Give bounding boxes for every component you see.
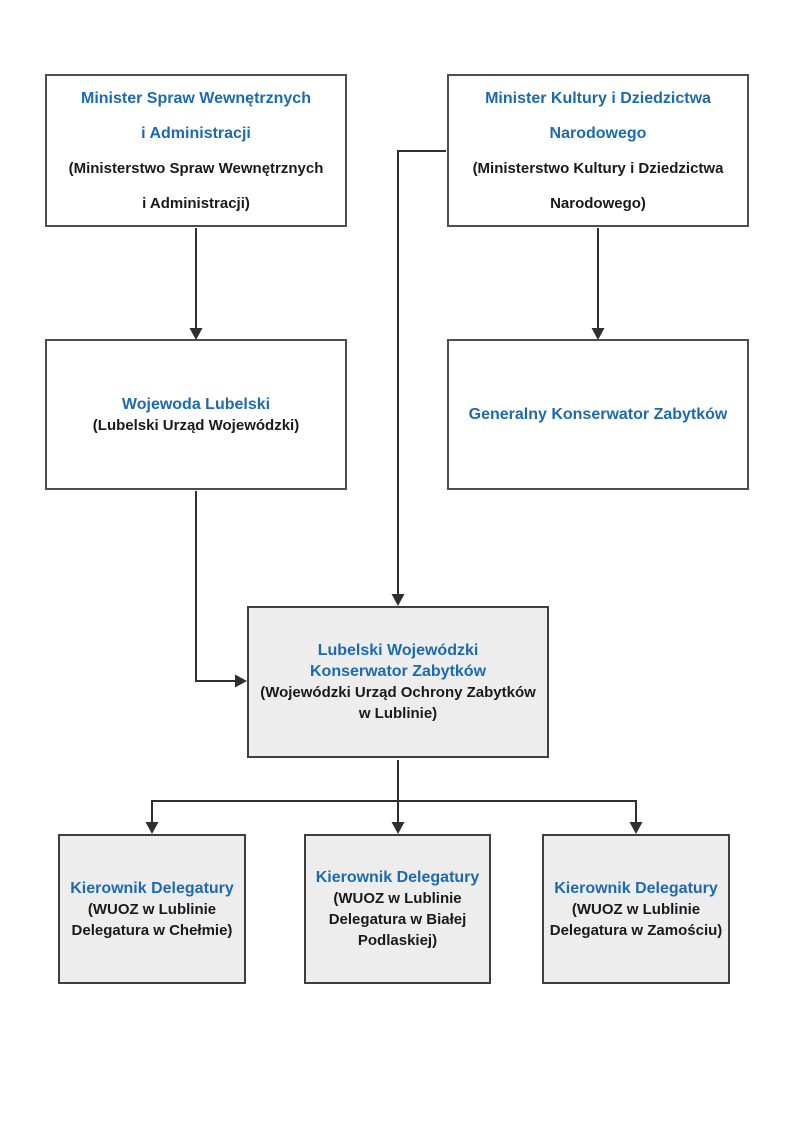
box-subtitle-line: (WUOZ w Lublinie bbox=[571, 900, 701, 918]
box-title-line: Wojewoda Lubelski bbox=[121, 395, 271, 413]
box-subtitle-line: Delegatura w Zamościu) bbox=[549, 921, 723, 939]
arrowhead-down-icon bbox=[391, 594, 405, 606]
connector-wojewoda-lwkz bbox=[195, 491, 237, 682]
org-box-kierownik-chelm: Kierownik Delegatury (WUOZ w Lublinie De… bbox=[58, 834, 246, 984]
org-box-minister-kidn: Minister Kultury i Dziedzictwa Narodoweg… bbox=[447, 74, 749, 227]
box-subtitle-line: Narodowego) bbox=[550, 194, 646, 212]
box-subtitle-line: w Lublinie) bbox=[358, 705, 438, 722]
box-subtitle-line: Podlaskiej) bbox=[357, 932, 438, 949]
box-title-line: Kierownik Delegatury bbox=[70, 879, 234, 897]
box-title-line: Kierownik Delegatury bbox=[554, 879, 718, 897]
box-subtitle-line: (WUOZ w Lublinie bbox=[87, 900, 217, 918]
box-title-line: Minister Kultury i Dziedzictwa bbox=[485, 89, 711, 107]
box-subtitle-line: (Wojewódzki Urząd Ochrony Zabytków bbox=[260, 684, 536, 701]
box-subtitle-line: (Ministerstwo Kultury i Dziedzictwa bbox=[472, 159, 724, 177]
box-subtitle-line: Delegatura w Białej bbox=[328, 911, 467, 928]
box-subtitle-line: (Lubelski Urząd Wojewódzki) bbox=[92, 416, 300, 434]
box-subtitle-line: (Ministerstwo Spraw Wewnętrznych bbox=[68, 159, 324, 177]
org-box-kierownik-zamosc: Kierownik Delegatury (WUOZ w Lublinie De… bbox=[542, 834, 730, 984]
org-box-kierownik-biala-podlaska: Kierownik Delegatury (WUOZ w Lublinie De… bbox=[304, 834, 491, 984]
arrowhead-down-icon bbox=[629, 822, 643, 834]
connector-mkidn-lwkz bbox=[397, 150, 446, 597]
org-box-generalny-konserwator: Generalny Konserwator Zabytków bbox=[447, 339, 749, 490]
org-box-wojewoda-lubelski: Wojewoda Lubelski (Lubelski Urząd Wojewó… bbox=[45, 339, 347, 490]
box-title-line: i Administracji bbox=[141, 124, 251, 142]
box-title-line: Generalny Konserwator Zabytków bbox=[468, 406, 728, 423]
box-title-line: Lubelski Wojewódzki bbox=[317, 642, 479, 659]
org-box-minister-mswia: Minister Spraw Wewnętrznych i Administra… bbox=[45, 74, 347, 227]
box-subtitle-line: Delegatura w Chełmie) bbox=[71, 921, 233, 939]
box-title-line: Kierownik Delegatury bbox=[315, 869, 480, 886]
arrowhead-down-icon bbox=[391, 822, 405, 834]
box-title-line: Minister Spraw Wewnętrznych bbox=[81, 89, 311, 107]
box-subtitle-line: i Administracji) bbox=[142, 194, 250, 212]
box-subtitle-line: (WUOZ w Lublinie bbox=[333, 890, 462, 907]
arrowhead-down-icon bbox=[145, 822, 159, 834]
box-title-line: Konserwator Zabytków bbox=[309, 663, 487, 680]
arrowhead-right-icon bbox=[235, 674, 247, 688]
org-box-lubelski-wojewodzki-konserwator: Lubelski Wojewódzki Konserwator Zabytków… bbox=[247, 606, 549, 758]
box-title-line: Narodowego bbox=[549, 124, 647, 142]
